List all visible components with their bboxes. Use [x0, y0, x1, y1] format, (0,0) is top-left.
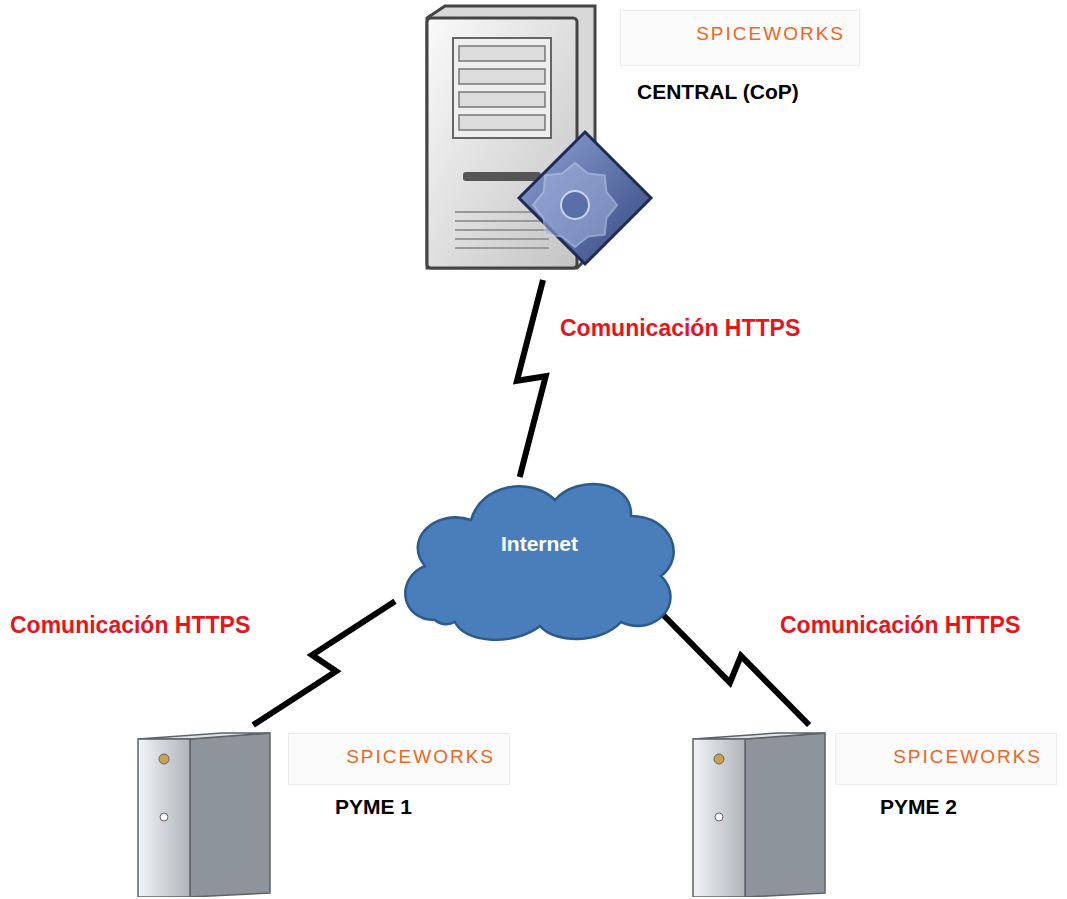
settings-diamond — [519, 132, 651, 264]
gear — [533, 163, 617, 247]
gear-hub — [561, 191, 589, 219]
server-front — [693, 739, 745, 897]
logo-text: SPICEWORKS — [835, 733, 1057, 785]
server-top — [138, 733, 270, 739]
logo-text: SPICEWORKS — [620, 10, 860, 66]
vent-line — [455, 229, 549, 231]
lightning-link — [517, 280, 546, 477]
link-label: Comunicación HTTPS — [10, 612, 250, 639]
vent-line — [455, 238, 549, 240]
drive-bay — [459, 69, 545, 84]
drive-bay — [459, 115, 545, 130]
server-side — [190, 733, 270, 897]
button — [715, 813, 723, 821]
vent-line — [455, 220, 549, 222]
cloud-shape — [395, 470, 685, 645]
node-title: PYME 1 — [335, 795, 412, 819]
cloud-label: Internet — [501, 532, 578, 556]
server-node: SPICEWORKS PYME 1 — [130, 725, 515, 897]
drive-bay — [459, 92, 545, 107]
power-led — [159, 754, 169, 764]
server-top — [693, 733, 825, 739]
server-node: SPICEWORKS CENTRAL (CoP) — [405, 0, 865, 280]
drive-panel — [453, 38, 551, 138]
server-illustration — [685, 725, 845, 897]
drive-bay — [459, 46, 545, 61]
cloud-node: Internet — [395, 470, 685, 645]
lightning-bolt — [517, 280, 546, 477]
server-side — [745, 733, 825, 897]
node-title: PYME 2 — [880, 795, 957, 819]
cloud-outline — [405, 484, 673, 640]
server-illustration — [130, 725, 290, 897]
vent-line — [455, 247, 549, 249]
button — [160, 813, 168, 821]
disk-slot — [463, 172, 541, 181]
server-front — [138, 739, 190, 897]
link-label: Comunicación HTTPS — [780, 612, 1020, 639]
lightning-link — [253, 601, 395, 725]
server-node: SPICEWORKS PYME 2 — [685, 725, 1061, 897]
node-title: CENTRAL (CoP) — [637, 80, 799, 104]
logo-text: SPICEWORKS — [288, 733, 510, 785]
lightning-bolt — [253, 601, 395, 725]
link-label: Comunicación HTTPS — [560, 315, 800, 342]
power-led — [714, 754, 724, 764]
